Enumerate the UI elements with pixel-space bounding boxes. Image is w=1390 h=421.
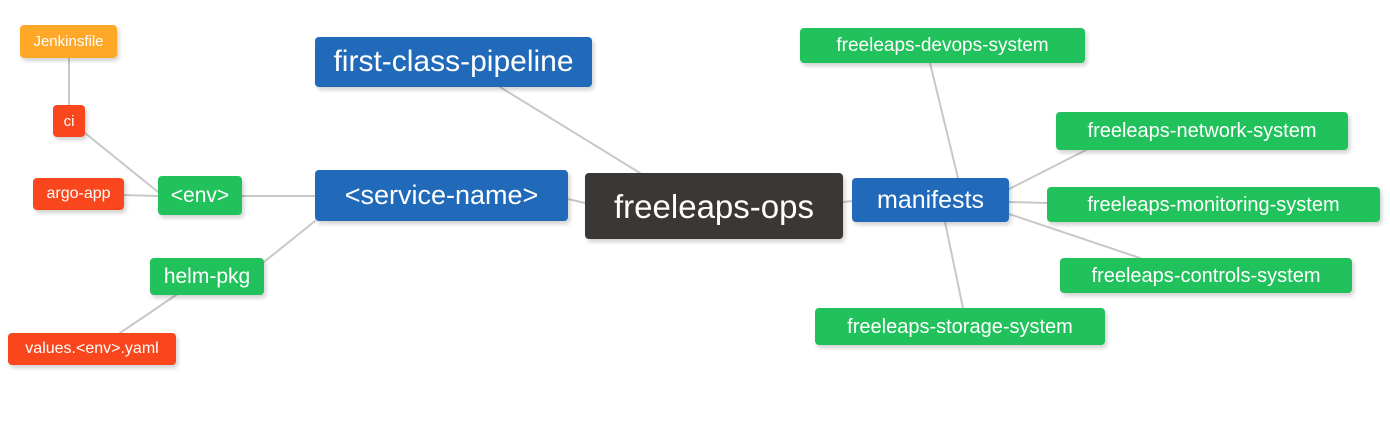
node-label-freeleaps-network-system: freeleaps-network-system — [1087, 120, 1317, 142]
node-label-helm-pkg: helm-pkg — [163, 265, 251, 288]
node-label-jenkinsfile: Jenkinsfile — [33, 33, 104, 50]
edge-manifests-to-freeleaps-network-system — [1008, 149, 1087, 190]
node-label-service-name: <service-name> — [344, 180, 539, 210]
node-label-freeleaps-monitoring-system: freeleaps-monitoring-system — [1087, 193, 1340, 216]
node-label-env: <env> — [170, 184, 230, 207]
node-service-name[interactable]: <service-name> — [315, 170, 568, 221]
edge-freeleaps-devops-system-to-manifests — [929, 62, 959, 179]
node-freeleaps-network-system[interactable]: freeleaps-network-system — [1056, 112, 1348, 150]
node-label-ci: ci — [63, 112, 75, 130]
edge-first-class-pipeline-to-freeleaps-ops — [499, 86, 641, 174]
node-helm-pkg[interactable]: helm-pkg — [150, 258, 264, 295]
node-label-freeleaps-devops-system: freeleaps-devops-system — [836, 35, 1049, 56]
node-jenkinsfile[interactable]: Jenkinsfile — [20, 25, 117, 58]
node-freeleaps-ops[interactable]: freeleaps-ops — [585, 173, 843, 239]
edge-service-name-to-freeleaps-ops — [567, 198, 586, 204]
node-label-values-env-yaml: values.<env>.yaml — [25, 340, 159, 357]
node-freeleaps-monitoring-system[interactable]: freeleaps-monitoring-system — [1047, 187, 1380, 222]
node-label-freeleaps-ops: freeleaps-ops — [614, 187, 814, 225]
node-freeleaps-storage-system[interactable]: freeleaps-storage-system — [815, 308, 1105, 345]
edge-manifests-to-freeleaps-storage-system — [944, 221, 964, 309]
edge-service-name-to-helm-pkg — [263, 220, 316, 263]
node-freeleaps-devops-system[interactable]: freeleaps-devops-system — [800, 28, 1085, 63]
edge-freeleaps-ops-to-manifests — [842, 200, 853, 203]
node-label-freeleaps-storage-system: freeleaps-storage-system — [847, 315, 1073, 338]
node-label-argo-app: argo-app — [46, 185, 111, 202]
node-label-freeleaps-controls-system: freeleaps-controls-system — [1091, 264, 1321, 287]
node-argo-app[interactable]: argo-app — [33, 178, 124, 210]
node-env[interactable]: <env> — [158, 176, 242, 215]
node-label-manifests: manifests — [877, 185, 984, 214]
node-values-env-yaml[interactable]: values.<env>.yaml — [8, 333, 176, 365]
node-first-class-pipeline[interactable]: first-class-pipeline — [315, 37, 592, 87]
node-label-first-class-pipeline: first-class-pipeline — [333, 45, 574, 78]
edge-helm-pkg-to-values-env-yaml — [119, 294, 177, 334]
node-ci[interactable]: ci — [53, 105, 85, 137]
edge-argo-app-to-env — [123, 194, 159, 197]
edge-manifests-to-freeleaps-monitoring-system — [1008, 201, 1048, 204]
node-freeleaps-controls-system[interactable]: freeleaps-controls-system — [1060, 258, 1352, 293]
node-manifests[interactable]: manifests — [852, 178, 1009, 222]
